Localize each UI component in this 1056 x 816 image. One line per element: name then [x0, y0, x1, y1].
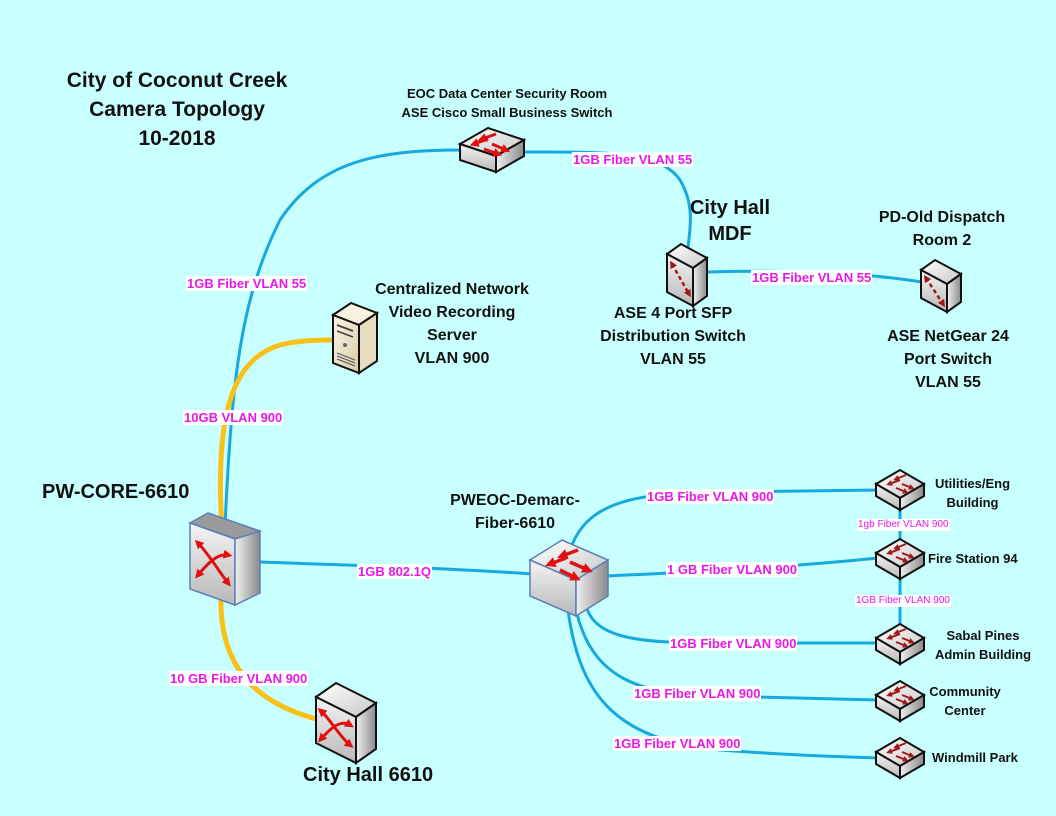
- label-line: Server: [427, 327, 477, 344]
- title-line: 10-2018: [138, 127, 216, 150]
- label-line: VLAN 55: [915, 374, 981, 391]
- links: [217, 148, 924, 760]
- label-line: MDF: [708, 223, 752, 245]
- node-heading-pd-dispatch: PD-Old Dispatch Room 2: [862, 206, 1022, 252]
- link-label: 1GB Fiber VLAN 900: [855, 595, 951, 607]
- node-label-windmill: Windmill Park: [932, 750, 1018, 765]
- workgroup-switch-icon[interactable]: [874, 736, 926, 780]
- link-core-cityhall[interactable]: [218, 577, 323, 723]
- label-line: VLAN 900: [414, 350, 490, 367]
- link-label: 1GB Fiber VLAN 900: [633, 686, 762, 701]
- title-line: City of Coconut Creek: [66, 69, 288, 92]
- label-line: Community: [929, 684, 1001, 699]
- label-line: VLAN 55: [640, 351, 706, 368]
- node-label-fire-station: Fire Station 94: [928, 551, 1018, 566]
- label-line: Fiber-6610: [474, 515, 556, 532]
- label-line: ASE Cisco Small Business Switch: [401, 105, 613, 120]
- label-line: ASE 4 Port SFP: [613, 305, 733, 322]
- label-line: PD-Old Dispatch: [878, 209, 1006, 226]
- label-line: Sabal Pines: [946, 628, 1020, 643]
- workgroup-switch-icon[interactable]: [874, 468, 926, 512]
- label-line: Center: [944, 703, 986, 718]
- label-line: Video Recording: [388, 304, 516, 321]
- node-label-utilities: Utilities/Eng Building: [925, 474, 1020, 512]
- label-line: Port Switch: [903, 351, 992, 368]
- label-line: City Hall: [689, 197, 771, 219]
- link-label: 1GB Fiber VLAN 55: [572, 152, 694, 167]
- node-heading-city-hall-mdf: City Hall MDF: [670, 195, 790, 247]
- server-icon[interactable]: [330, 301, 380, 375]
- link-label: 1GB Fiber VLAN 55: [186, 276, 308, 291]
- label-line: Distribution Switch: [600, 328, 746, 345]
- node-label-city-hall-mdf: ASE 4 Port SFP Distribution Switch VLAN …: [583, 302, 763, 371]
- link-label: 1GB Fiber VLAN 900: [669, 636, 798, 651]
- link-label: 1GB Fiber VLAN 55: [751, 270, 873, 285]
- label-line: EOC Data Center Security Room: [406, 86, 608, 101]
- layer3-switch-icon[interactable]: [188, 512, 262, 607]
- link-label: 1GB 802.1Q: [357, 564, 432, 579]
- node-label-sabal-pines: Sabal Pines Admin Building: [928, 626, 1038, 664]
- atm-switch-icon[interactable]: [919, 258, 963, 314]
- node-label-city-hall-6610: City Hall 6610: [303, 764, 434, 786]
- node-label-pweoc-demarc: PWEOC-Demarc- Fiber-6610: [440, 489, 590, 535]
- title-line: Camera Topology: [89, 98, 265, 121]
- label-line: PWEOC-Demarc-: [450, 492, 580, 509]
- node-label-pd-dispatch: ASE NetGear 24 Port Switch VLAN 55: [868, 325, 1028, 394]
- workgroup-switch-icon[interactable]: [874, 679, 926, 723]
- atm-switch-icon[interactable]: [665, 242, 709, 308]
- link-label: 1GB Fiber VLAN 900: [646, 489, 775, 504]
- workgroup-switch-icon[interactable]: [457, 126, 527, 174]
- label-line: Room 2: [912, 232, 972, 249]
- link-label: 1gb Fiber VLAN 900: [857, 519, 950, 531]
- label-line: Utilities/Eng: [934, 476, 1011, 491]
- link-core-nvr[interactable]: [217, 337, 339, 533]
- workgroup-switch-icon[interactable]: [874, 537, 926, 581]
- label-line: Centralized Network: [375, 281, 529, 298]
- node-label-eoc-switch: EOC Data Center Security Room ASE Cisco …: [382, 84, 632, 122]
- link-label: 1GB Fiber VLAN 900: [613, 736, 742, 751]
- link-label: 10GB VLAN 900: [183, 410, 284, 425]
- node-label-nvr-server: Centralized Network Video Recording Serv…: [362, 278, 542, 370]
- workgroup-switch-icon[interactable]: [874, 622, 926, 666]
- node-label-community: Community Center: [920, 682, 1010, 720]
- label-line: Building: [946, 495, 999, 510]
- link-label: 1 GB Fiber VLAN 900: [666, 562, 799, 577]
- label-line: ASE NetGear 24: [887, 328, 1009, 345]
- link-label: 10 GB Fiber VLAN 900: [169, 671, 309, 686]
- layer3-switch-icon[interactable]: [314, 681, 378, 765]
- node-label-pw-core: PW-CORE-6610: [42, 481, 190, 503]
- workgroup-switch-icon[interactable]: [528, 539, 610, 618]
- label-line: Admin Building: [934, 647, 1032, 662]
- diagram-title: City of Coconut Creek Camera Topology 10…: [52, 66, 302, 153]
